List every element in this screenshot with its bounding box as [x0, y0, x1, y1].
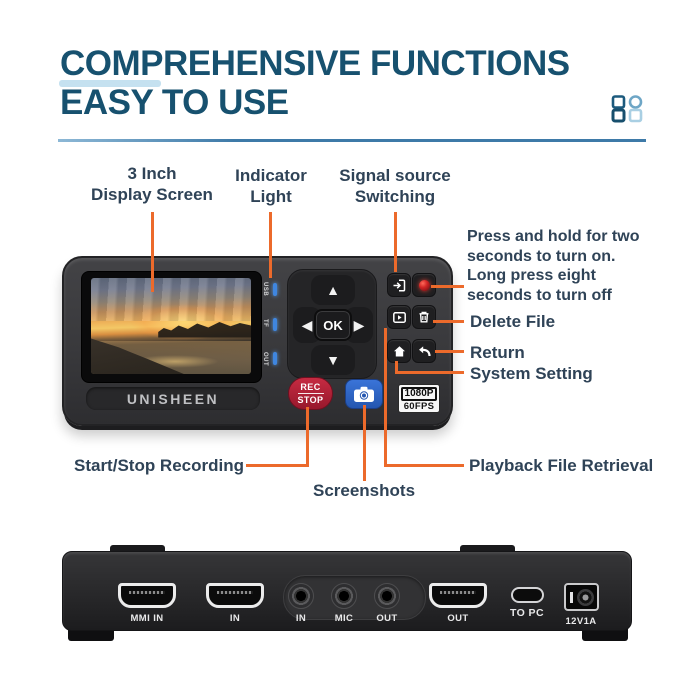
callout-line-indicator-light: [269, 212, 272, 278]
hdmi-port-mmi-in: [118, 583, 176, 608]
callout-line-system-setting-h: [395, 371, 464, 374]
return-arrow-icon: [418, 345, 431, 356]
dc-barrel: [577, 589, 594, 606]
callout-line-playback-h: [384, 464, 464, 467]
indicator-out-label: OUT: [262, 352, 268, 367]
hdmi-pins: [129, 591, 165, 594]
home-icon: [393, 345, 405, 356]
usb-led-icon: [273, 283, 277, 296]
page-title-line1: COMPREHENSIVE FUNCTIONS: [60, 44, 570, 83]
out-led-icon: [273, 352, 277, 365]
home-button: [387, 339, 411, 363]
port-label-mmi-in: MMI IN: [130, 613, 164, 624]
right-arrow-icon: ▶: [353, 316, 365, 333]
cloud-streaks: [91, 278, 251, 322]
callout-label-power-note: Press and hold for two seconds to turn o…: [467, 228, 640, 304]
badge-1080p: 1080P: [401, 386, 437, 401]
indicator-tf-label: TF: [262, 319, 268, 328]
dpad-up-button: ▲: [311, 275, 355, 305]
audio-jack-mic: [331, 583, 357, 609]
signal-source-button: [387, 273, 411, 297]
port-label-jack-in: IN: [295, 613, 307, 624]
delete-button: [412, 305, 436, 329]
return-button: [412, 339, 436, 363]
hdmi-port-out: [429, 583, 487, 608]
tf-led-icon: [273, 318, 277, 331]
port-label-to-pc: TO PC: [510, 607, 544, 619]
page-title-line2: EASY TO USE: [60, 83, 289, 122]
dc-pin: [570, 592, 573, 603]
callout-label-delete-file: Delete File: [470, 312, 556, 331]
port-label-12v1a: 12V1A: [565, 616, 597, 627]
page-title: COMPREHENSIVE FUNCTIONS EASY TO USE: [60, 44, 570, 122]
usb-c-port: [511, 587, 544, 603]
callout-label-system-setting: System Setting: [470, 364, 593, 383]
title-highlight: [59, 80, 161, 87]
callout-line-playback-v: [384, 328, 387, 467]
callout-label-playback: Playback File Retrieval: [469, 456, 654, 475]
trash-icon: [419, 311, 429, 323]
down-arrow-icon: ▼: [326, 352, 340, 368]
capture-device-back-view: MMI IN IN IN MIC OUT OUT TO PC 12V1A: [62, 543, 632, 645]
ok-button: OK: [314, 309, 352, 341]
badge-60fps: 60FPS: [403, 400, 435, 412]
callout-line-screenshots: [363, 405, 366, 481]
playback-icon: [392, 311, 406, 323]
port-label-out: OUT: [447, 613, 469, 624]
brand-label: UNISHEEN: [126, 390, 220, 407]
playback-button: [387, 305, 411, 329]
ok-label: OK: [323, 317, 343, 333]
screen-image-sunset-beach: [91, 278, 251, 374]
capture-device-front-view: UNISHEEN USB TF OUT ▲ ▼ ◀ ▶ OK: [62, 256, 453, 426]
audio-jack-out: [374, 583, 400, 609]
callout-label-start-stop: Start/Stop Recording: [73, 456, 244, 475]
signal-source-icon: [393, 278, 405, 292]
callout-line-system-setting-v: [395, 361, 398, 374]
callout-label-return: Return: [470, 343, 525, 362]
callout-line-power: [431, 285, 464, 288]
rec-stop-button: REC STOP: [288, 377, 333, 410]
callout-line-display-screen: [151, 212, 154, 292]
indicator-usb-label: USB: [262, 282, 268, 297]
power-icon: [418, 279, 430, 291]
callout-label-signal-source: Signal source Switching: [339, 166, 451, 206]
port-label-jack-out: OUT: [376, 613, 398, 624]
callout-line-return: [435, 350, 464, 353]
rec-label: REC: [300, 382, 321, 392]
callout-label-display-screen: 3 Inch Display Screen: [91, 164, 213, 204]
callout-label-indicator-light: Indicator Light: [235, 166, 307, 206]
port-label-jack-mic: MIC: [334, 613, 354, 624]
camera-icon: [354, 386, 374, 402]
callout-line-delete-file: [433, 320, 464, 323]
callout-label-screenshots: Screenshots: [312, 481, 416, 500]
back-panel: MMI IN IN IN MIC OUT OUT TO PC 12V1A: [62, 551, 632, 631]
screenshot-button: [345, 379, 383, 409]
hdmi-pins: [440, 591, 476, 594]
dc-power-port: [564, 583, 599, 611]
brand-plate: UNISHEEN: [86, 387, 260, 410]
dpad-down-button: ▼: [311, 345, 355, 375]
stop-label: STOP: [297, 393, 324, 405]
apps-grid-icon: [610, 93, 646, 130]
dpad: ▲ ▼ ◀ ▶ OK: [287, 269, 377, 379]
left-arrow-icon: ◀: [301, 316, 313, 333]
title-divider: [58, 139, 646, 142]
callout-line-signal-source: [394, 212, 397, 272]
audio-jack-in: [288, 583, 314, 609]
resolution-badge: 1080P 60FPS: [398, 384, 440, 413]
callout-line-start-stop-h: [246, 464, 309, 467]
callout-line-start-stop-v: [306, 407, 309, 467]
port-label-in: IN: [229, 613, 241, 624]
hdmi-port-in: [206, 583, 264, 608]
hdmi-pins: [217, 591, 253, 594]
up-arrow-icon: ▲: [326, 282, 340, 298]
